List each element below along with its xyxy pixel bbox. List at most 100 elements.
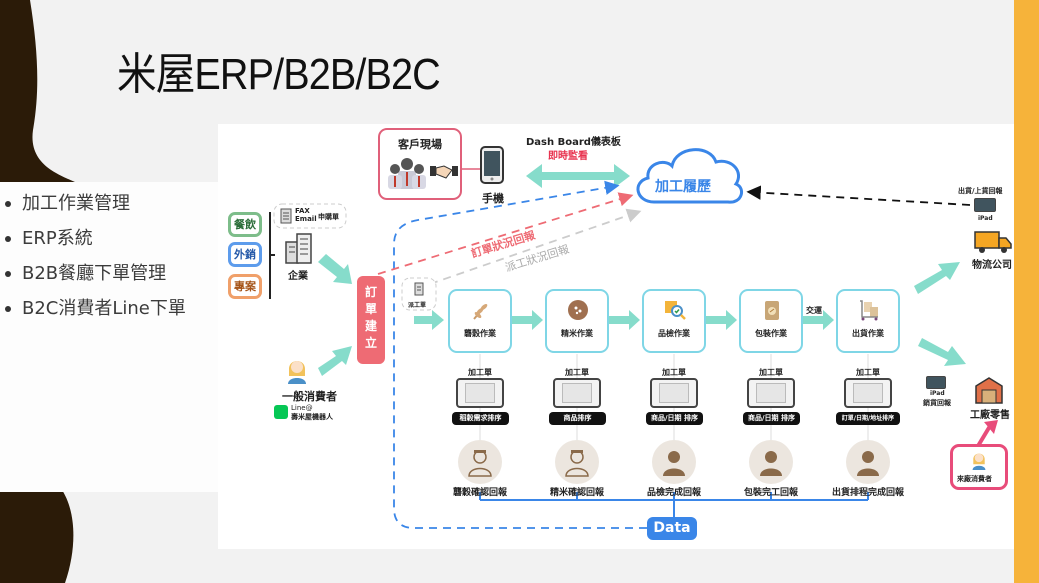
sort-label: 商品/日期 排序 bbox=[743, 412, 800, 425]
phone-label: 手機 bbox=[482, 192, 504, 205]
fax-label: FAX bbox=[295, 207, 310, 215]
data-loop-dashed bbox=[393, 180, 647, 529]
shipping-report-dashed bbox=[746, 185, 971, 206]
bullet-item: 加工作業管理 bbox=[0, 186, 218, 221]
tablet-icon bbox=[650, 378, 698, 408]
segment-tag-catering: 餐飲 bbox=[228, 212, 262, 237]
process-step: 礱穀作業 bbox=[448, 289, 512, 353]
order-to-step1-arrow bbox=[414, 310, 444, 330]
visitor-label: 來廠消費者 bbox=[957, 475, 992, 483]
left-decoration bbox=[0, 0, 75, 583]
cart-boxes-icon bbox=[860, 300, 878, 321]
worker-report-label: 礱穀確認回報 bbox=[452, 488, 507, 498]
sales-report-label: 銷貨回報 bbox=[923, 399, 951, 407]
dispatch-status-dashed bbox=[429, 208, 642, 285]
tablet-icon bbox=[844, 378, 892, 408]
cloud-icon bbox=[636, 148, 744, 204]
tablet-icon bbox=[553, 378, 601, 408]
order-char: 訂 bbox=[364, 285, 377, 299]
visitor-box: 來廠消費者 bbox=[950, 444, 1008, 490]
sheet-title: 加工單 bbox=[468, 368, 492, 377]
sales-device-label: iPad bbox=[930, 390, 945, 397]
bullet-list: 加工作業管理 ERP系統 B2B餐廳下單管理 B2C消費者Line下單 bbox=[0, 182, 218, 492]
dispatch-sheet-label: 派工單 bbox=[408, 302, 427, 309]
step-label: 品檢作業 bbox=[658, 329, 690, 338]
purchase-order-label: 申購單 bbox=[318, 213, 339, 221]
segment-tag-export: 外銷 bbox=[228, 242, 262, 267]
tablet-icon bbox=[456, 378, 504, 408]
dashboard-subtitle: 即時監看 bbox=[548, 151, 588, 162]
order-status-dashed bbox=[377, 192, 634, 275]
worker-avatar bbox=[458, 440, 502, 484]
woman-icon bbox=[288, 361, 306, 384]
wheat-icon bbox=[473, 304, 488, 320]
dashboard-title: Dash Board儀表板 bbox=[526, 137, 621, 148]
to-factory-retail-arrow bbox=[918, 338, 966, 366]
segment-tag-project: 專案 bbox=[228, 274, 262, 299]
logistics-label: 物流公司 bbox=[972, 260, 1012, 271]
worker-avatar bbox=[846, 440, 890, 484]
document-icon bbox=[280, 208, 292, 224]
document-icon bbox=[414, 282, 424, 296]
bullet-item: B2B餐廳下單管理 bbox=[0, 256, 218, 291]
process-step: 品檢作業 bbox=[642, 289, 706, 353]
rice-bowl-icon bbox=[568, 300, 588, 320]
sheet-title: 加工單 bbox=[856, 368, 880, 377]
warehouse-icon bbox=[975, 377, 1003, 404]
erp-flow-diagram: 客戶現場 手機 Dash Board儀表板 即時監看 加工履歷 訂單狀況回報 派… bbox=[218, 124, 1014, 549]
step-label: 精米作業 bbox=[561, 329, 593, 338]
sheet-title: 加工單 bbox=[565, 368, 589, 377]
bullet-item: B2C消費者Line下單 bbox=[0, 291, 218, 326]
connector-layer bbox=[269, 148, 998, 529]
cloud-label: 加工履歷 bbox=[655, 179, 711, 195]
data-label: Data bbox=[647, 517, 697, 540]
rice-bag-icon bbox=[765, 301, 779, 320]
order-char: 立 bbox=[364, 336, 377, 350]
to-logistics-arrow bbox=[914, 262, 960, 294]
enterprise-to-order-arrow bbox=[318, 254, 352, 284]
order-char: 建 bbox=[364, 319, 377, 333]
sheet-title: 加工單 bbox=[759, 368, 783, 377]
line-account-label: Line@ bbox=[291, 404, 313, 412]
sort-label: 商品排序 bbox=[549, 412, 606, 425]
email-label: Email bbox=[295, 215, 317, 223]
building-icon bbox=[285, 233, 312, 264]
process-step: 出貨作業 bbox=[836, 289, 900, 353]
visitor-to-factory-arrow bbox=[976, 424, 992, 448]
inspection-icon bbox=[665, 301, 686, 320]
step-label: 包裝作業 bbox=[755, 329, 787, 338]
sort-label: 稻穀需求排序 bbox=[452, 412, 509, 425]
worker-avatar bbox=[652, 440, 696, 484]
worker-avatar bbox=[749, 440, 793, 484]
shipping-report-label: 出貨/上貨回報 bbox=[958, 187, 1003, 195]
consumer-to-order-arrow bbox=[318, 346, 352, 376]
factory-retail-label: 工廠零售 bbox=[970, 410, 1010, 421]
step4-to-step5-arrow bbox=[803, 310, 834, 330]
smartphone-icon bbox=[480, 146, 504, 184]
process-step: 精米作業 bbox=[545, 289, 609, 353]
line-bot-label: 壽米屋機器人 bbox=[291, 413, 333, 421]
worker-report-label: 包裝完工回報 bbox=[743, 488, 798, 498]
line-app-icon bbox=[274, 405, 288, 419]
bullet-item: ERP系統 bbox=[0, 221, 218, 256]
ipad-icon bbox=[926, 376, 946, 389]
worker-report-label: 精米確認回報 bbox=[549, 488, 604, 498]
consumer-label: 一般消費者 bbox=[282, 390, 337, 403]
step-label: 礱穀作業 bbox=[464, 329, 496, 338]
step1-to-step2-arrow bbox=[512, 310, 543, 330]
step2-to-step3-arrow bbox=[609, 310, 640, 330]
shipping-device-label: iPad bbox=[978, 215, 993, 222]
sort-label: 商品/日期 排序 bbox=[646, 412, 703, 425]
woman-icon bbox=[972, 453, 986, 470]
ipad-icon bbox=[974, 198, 996, 212]
enterprise-label: 企業 bbox=[288, 271, 308, 282]
truck-icon bbox=[974, 231, 1012, 253]
customer-site-box: 客戶現場 bbox=[378, 128, 462, 200]
sort-label: 訂單/日期/地址排序 bbox=[836, 412, 900, 425]
tablet-icon bbox=[747, 378, 795, 408]
sheet-title: 加工單 bbox=[662, 368, 686, 377]
worker-report-label: 出貨排程完成回報 bbox=[831, 488, 904, 498]
worker-report-label: 品檢完成回報 bbox=[646, 488, 701, 498]
order-creation-box: 訂 單 建 立 bbox=[357, 276, 385, 364]
